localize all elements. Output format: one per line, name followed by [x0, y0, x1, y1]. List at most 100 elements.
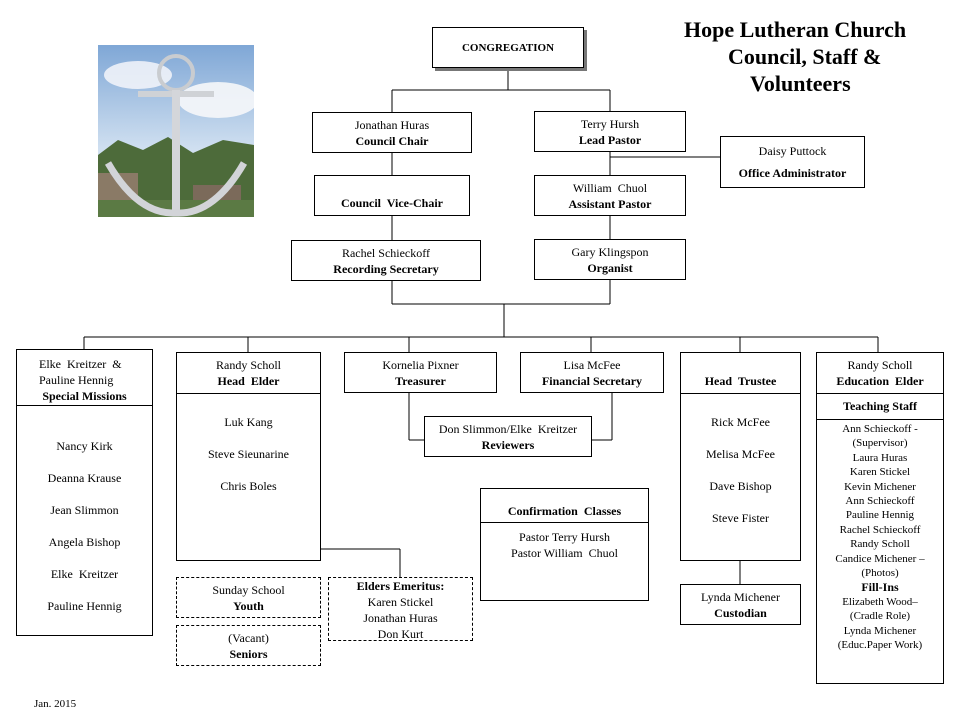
trustee-member: Melisa McFee [706, 447, 775, 461]
custodian-box: Lynda Michener Custodian [680, 584, 801, 625]
fill-in-member: Lynda Michener [843, 624, 917, 637]
recording-secretary-box: Rachel Schieckoff Recording Secretary [291, 240, 481, 281]
education-elder-box: Randy Scholl Education Elder Teaching St… [816, 352, 944, 684]
page-title: Hope Lutheran Church Council, Staff & Vo… [684, 16, 906, 97]
confirmation-header: Confirmation Classes [481, 489, 648, 523]
education-elder-role: Education Elder [836, 374, 924, 388]
confirmation-member: Pastor William Chuol [511, 546, 618, 560]
office-admin-box: Daisy Puttock Office Administrator [720, 136, 865, 188]
elder-member: Luk Kang [224, 415, 273, 429]
lead-pastor-name: Terry Hursh [580, 117, 640, 131]
council-chair-name: Jonathan Huras [354, 118, 430, 132]
vice-chair-box: Council Vice-Chair [314, 175, 470, 216]
fill-ins-heading: Fill-Ins [861, 580, 899, 595]
special-missions-header: Elke Kreitzer & Pauline Hennig Special M… [17, 350, 152, 406]
emeritus-member: Don Kurt [377, 627, 424, 641]
teaching-staff-member: Ann Schieckoff [845, 495, 915, 508]
seniors-box: (Vacant) Seniors [176, 625, 321, 666]
teaching-staff-member: Randy Scholl [850, 538, 910, 551]
elder-member: Steve Sieunarine [208, 447, 289, 461]
lead-pastor-role: Lead Pastor [578, 133, 642, 147]
council-chair-role: Council Chair [355, 134, 429, 148]
teaching-staff-member: Rachel Schieckoff [839, 523, 921, 536]
education-elder-name: Randy Scholl [847, 358, 913, 372]
confirmation-member: Pastor Terry Hursh [519, 530, 610, 544]
financial-secretary-name: Lisa McFee [563, 358, 621, 372]
reviewers-box: Don Slimmon/Elke Kreitzer Reviewers [424, 416, 592, 457]
head-elder-role: Head Elder [217, 374, 280, 388]
head-elder-header: Randy Scholl Head Elder [177, 353, 320, 394]
reviewers-role: Reviewers [481, 438, 535, 452]
organist-role: Organist [587, 261, 633, 275]
elder-member: Chris Boles [220, 479, 277, 493]
special-missions-member: Jean Slimmon [50, 503, 119, 517]
trustee-member: Dave Bishop [709, 479, 772, 493]
office-admin-role: Office Administrator [738, 166, 847, 180]
title-line-3: Volunteers [750, 71, 851, 96]
special-missions-member: Angela Bishop [48, 535, 121, 549]
custodian-role: Custodian [714, 606, 767, 620]
special-missions-member: Nancy Kirk [56, 439, 113, 453]
sunday-school-name: Sunday School [212, 583, 285, 597]
teaching-staff-member: Kevin Michener [844, 480, 916, 493]
teaching-staff-member: Pauline Hennig [845, 509, 915, 522]
assistant-pastor-role: Assistant Pastor [568, 197, 652, 211]
seniors-role: Seniors [229, 647, 268, 661]
custodian-name: Lynda Michener [701, 590, 780, 604]
confirmation-heading: Confirmation Classes [507, 504, 622, 518]
assistant-pastor-name: William Chuol [572, 181, 648, 195]
special-missions-member: Pauline Hennig [47, 599, 122, 613]
fill-ins-members: Elizabeth Wood– (Cradle Role)Lynda Michen… [817, 595, 943, 653]
lead-pastor-box: Terry Hursh Lead Pastor [534, 111, 686, 152]
footer-date: Jan. 2015 [34, 698, 77, 710]
special-missions-name-2: Pauline Hennig [39, 373, 114, 387]
title-line-2: Council, Staff & [728, 44, 882, 69]
teaching-staff-member: Candice Michener – [835, 552, 925, 565]
recording-secretary-role: Recording Secretary [333, 262, 439, 276]
elders-emeritus-heading: Elders Emeritus: [356, 579, 445, 593]
organist-box: Gary Klingspon Organist [534, 239, 686, 280]
teaching-staff-heading-row: Teaching Staff [817, 394, 943, 420]
special-missions-member: Deanna Krause [47, 471, 122, 485]
special-missions-box: Elke Kreitzer & Pauline Hennig Special M… [16, 349, 153, 636]
recording-secretary-name: Rachel Schieckoff [341, 246, 431, 260]
special-missions-role: Special Missions [42, 389, 127, 403]
congregation-box: CONGREGATION [432, 27, 584, 68]
council-chair-box: Jonathan Huras Council Chair [312, 112, 472, 153]
treasurer-name: Kornelia Pixner [382, 358, 459, 372]
treasurer-role: Treasurer [395, 374, 446, 388]
sunday-school-role: Youth [233, 599, 264, 613]
assistant-pastor-box: William Chuol Assistant Pastor [534, 175, 686, 216]
fill-in-member: (Cradle Role) [849, 610, 911, 623]
emeritus-member: Karen Stickel [367, 595, 434, 609]
fill-in-member: (Educ.Paper Work) [837, 639, 923, 652]
teaching-staff-heading: Teaching Staff [843, 399, 917, 413]
head-trustee-header: Head Trustee [681, 353, 800, 394]
office-admin-name: Daisy Puttock [758, 144, 827, 158]
sunday-school-box: Sunday School Youth [176, 577, 321, 618]
fill-in-member: Elizabeth Wood– [842, 595, 918, 608]
teaching-staff-member: Laura Huras [852, 451, 908, 464]
reviewers-name: Don Slimmon/Elke Kreitzer [438, 422, 578, 436]
trustee-member: Steve Fister [712, 511, 769, 525]
anchor-logo [98, 45, 254, 217]
special-missions-name-1: Elke Kreitzer & [39, 357, 122, 371]
special-missions-member: Elke Kreitzer [50, 567, 119, 581]
emeritus-member: Jonathan Huras [363, 611, 438, 625]
trustee-member: Rick McFee [711, 415, 770, 429]
teaching-staff-member: Ann Schieckoff - [842, 423, 918, 435]
head-trustee-role: Head Trustee [704, 374, 777, 388]
financial-secretary-box: Lisa McFee Financial Secretary [520, 352, 664, 393]
vice-chair-role: Council Vice-Chair [341, 196, 443, 210]
